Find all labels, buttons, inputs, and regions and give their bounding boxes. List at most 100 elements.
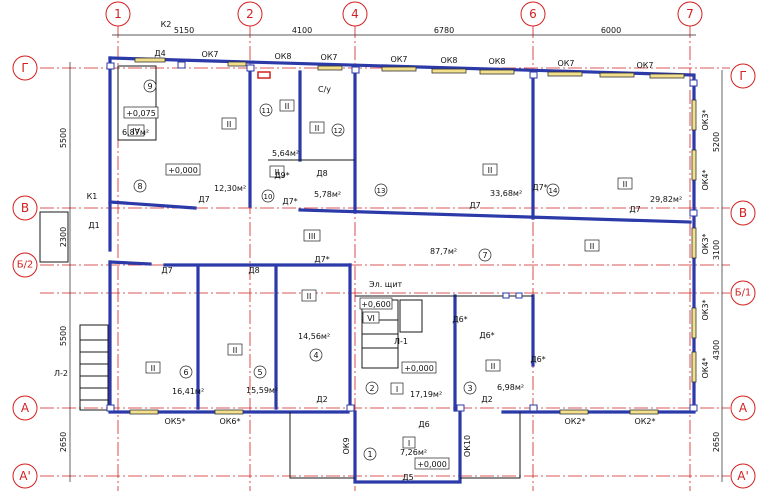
room-category: I bbox=[396, 385, 398, 394]
room-category: III bbox=[308, 232, 315, 241]
axis-label-g-left: Г bbox=[21, 61, 28, 75]
room-number: 9 bbox=[147, 82, 152, 91]
window-label: ОК4* bbox=[701, 357, 710, 378]
dim-top-3: 6780 bbox=[434, 26, 454, 35]
wall-posts bbox=[106, 61, 698, 412]
window-label: ОК10 bbox=[463, 435, 472, 457]
window-label: ОК7 bbox=[201, 50, 218, 59]
window-label: ОК7 bbox=[390, 55, 407, 64]
plumbing-fixture bbox=[257, 71, 271, 79]
door-label: Д2 bbox=[481, 395, 492, 404]
misc-labels: К2 К1 Эл. щит Л-1 Л-2 С/у bbox=[54, 20, 408, 378]
post bbox=[346, 404, 355, 412]
room-category-vi: VI bbox=[367, 314, 375, 323]
level-mark: +0,000 bbox=[168, 166, 198, 175]
post bbox=[177, 61, 186, 69]
axis-bubble-4 bbox=[342, 1, 368, 27]
walls bbox=[108, 56, 696, 484]
room-area: 14,56м² bbox=[298, 332, 330, 341]
room-number: 14 bbox=[549, 187, 558, 195]
door-label: Д1 bbox=[88, 221, 99, 230]
door-labels: Д4 Д1 Д7 Д7* Д7* Д7 Д7 Д7 Д8 Д7* Д8 Д6* … bbox=[88, 49, 640, 482]
post bbox=[351, 66, 360, 74]
room-circle bbox=[143, 79, 157, 93]
windows bbox=[129, 57, 697, 415]
level-mark: +0,000 bbox=[417, 460, 447, 469]
wall-b2-left bbox=[108, 260, 152, 266]
axis-label-a-prime-right: А' bbox=[737, 469, 749, 483]
axis-label-v-left: В bbox=[21, 201, 29, 215]
room-area: 16,41м² bbox=[172, 387, 204, 396]
room-category: II bbox=[233, 346, 238, 355]
window bbox=[629, 409, 659, 415]
door-label: Д8 bbox=[316, 169, 327, 178]
axis-bubble-1 bbox=[105, 1, 131, 27]
door-label: Д7* bbox=[282, 197, 297, 206]
axis-label-b1-right: Б/1 bbox=[735, 288, 752, 299]
dim-top-1: 5150 bbox=[174, 26, 194, 35]
room-category: II bbox=[151, 364, 156, 373]
level-marks: +0,000 +0,000 +0,000 +0,075 +0,600 bbox=[123, 106, 450, 470]
post bbox=[689, 404, 698, 412]
window-label: ОК2* bbox=[564, 417, 585, 426]
door-label: Д2 bbox=[316, 395, 327, 404]
room-number: 10 bbox=[264, 193, 273, 201]
room-circle bbox=[253, 365, 267, 379]
room-circle bbox=[365, 381, 379, 395]
post bbox=[529, 71, 538, 79]
room-number: 13 bbox=[377, 187, 386, 195]
axis-label-7: 7 bbox=[686, 7, 694, 21]
window bbox=[214, 409, 244, 415]
window bbox=[691, 307, 697, 339]
room-circle bbox=[179, 365, 193, 379]
room-circle bbox=[478, 248, 492, 262]
room-circle bbox=[546, 183, 560, 197]
window bbox=[691, 351, 697, 383]
axis-bubble-a-right bbox=[730, 395, 756, 421]
door-label: Д7 bbox=[469, 201, 480, 210]
dim-right-2: 3100 bbox=[712, 240, 721, 260]
room-circle bbox=[261, 189, 275, 203]
post bbox=[456, 404, 465, 412]
room-number: 1 bbox=[367, 450, 372, 459]
entrance-canopy-right bbox=[460, 412, 521, 479]
room-category: II bbox=[227, 120, 232, 129]
room-markers: 1 2 3 4 5 6 7 8 9 10 11 12 13 14 bbox=[133, 79, 560, 461]
axis-label-v-right: В bbox=[739, 206, 747, 220]
door-label: Д6* bbox=[530, 355, 545, 364]
window bbox=[479, 69, 515, 75]
wall-v-left bbox=[108, 200, 197, 210]
door-label: Д8 bbox=[248, 266, 259, 275]
window bbox=[691, 99, 697, 131]
door-label: Д7 bbox=[161, 266, 172, 275]
room-number: 12 bbox=[334, 127, 343, 135]
room-number: 8 bbox=[137, 182, 142, 191]
window bbox=[129, 409, 159, 415]
room-area: 29,82м² bbox=[650, 195, 682, 204]
room-number: 6 bbox=[183, 368, 188, 377]
window-label: ОК7 bbox=[557, 59, 574, 68]
room-area: 5,78м² bbox=[314, 190, 341, 199]
room-category: II bbox=[590, 242, 595, 251]
axis-label-g-right: Г bbox=[739, 69, 746, 83]
room-number: 3 bbox=[467, 384, 472, 393]
room-area: 33,68м² bbox=[490, 189, 522, 198]
window bbox=[559, 409, 589, 415]
room-area: 7,26м² bbox=[400, 448, 427, 457]
restroom-label: С/у bbox=[318, 85, 331, 94]
window bbox=[691, 149, 697, 181]
room-area: 17,19м² bbox=[410, 390, 442, 399]
window bbox=[691, 227, 697, 259]
door-label: Д6* bbox=[452, 315, 467, 324]
post bbox=[246, 64, 255, 72]
room-circle bbox=[363, 447, 377, 461]
dim-right-3: 4300 bbox=[712, 340, 721, 360]
dim-top-2: 4100 bbox=[292, 26, 312, 35]
axis-bubble-b2-left bbox=[12, 252, 38, 278]
dim-right-1: 5200 bbox=[712, 132, 721, 152]
post bbox=[515, 292, 523, 299]
axis-bubble-a-left bbox=[12, 395, 38, 421]
stair-label-l1: Л-1 bbox=[394, 337, 408, 346]
window-label: ОК4* bbox=[701, 169, 710, 190]
